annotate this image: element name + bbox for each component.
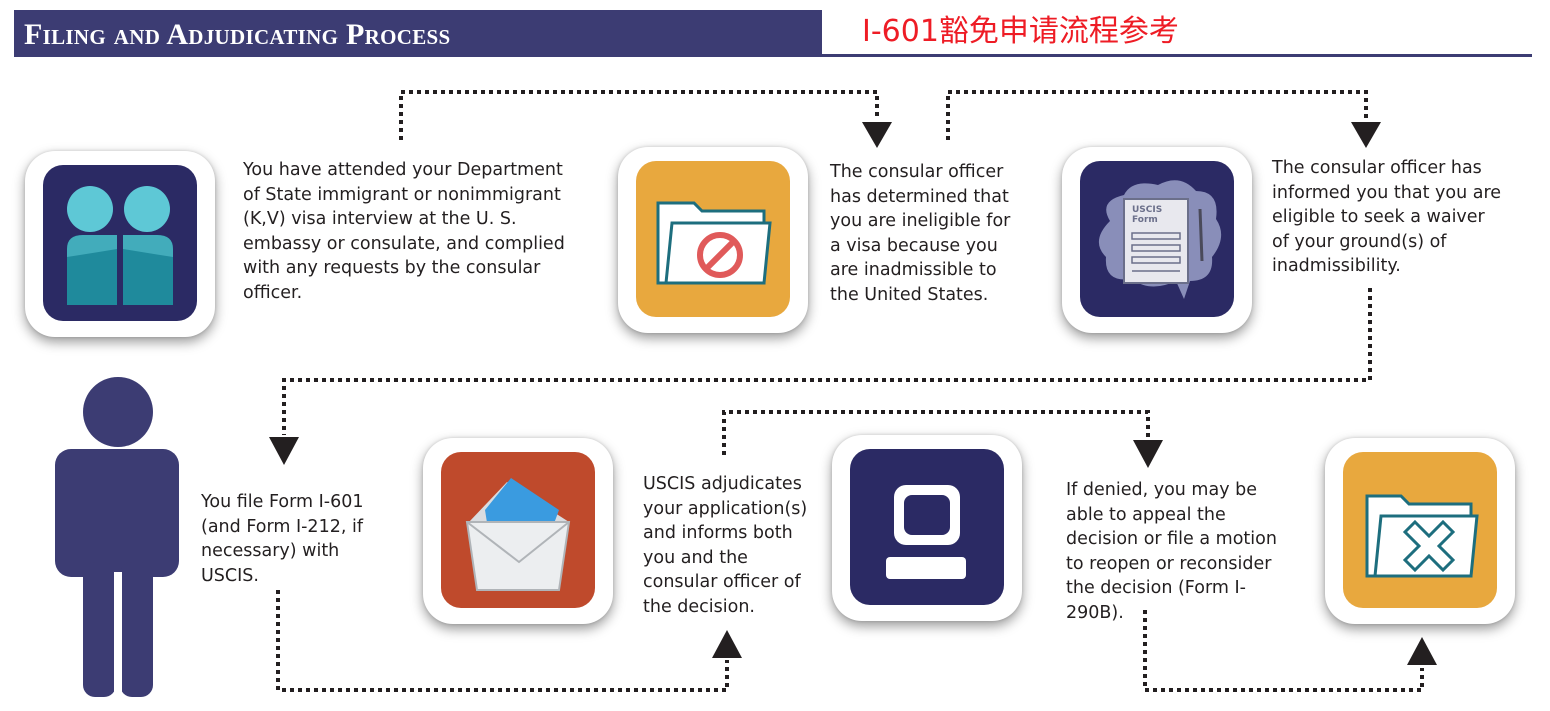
- connector-6-7: [1143, 610, 1424, 692]
- header-underline: [14, 54, 1532, 57]
- step-6-tile: [1325, 438, 1515, 624]
- arrow-up-icon: [712, 630, 742, 658]
- step-2-text: The consular officer has determined that…: [830, 162, 1011, 305]
- step-3-text: The consular officer has informed you th…: [1272, 158, 1502, 277]
- person-icon: [55, 377, 179, 697]
- arrow-up-icon: [1407, 637, 1437, 665]
- arrow-down-icon: [1133, 440, 1163, 468]
- connector-5-6: [722, 410, 1150, 455]
- uscis-form-label: USCIS Form: [1132, 205, 1163, 225]
- step-3-tile-face: USCIS Form: [1080, 161, 1234, 317]
- step-1-text: You have attended your Department of Sta…: [243, 160, 565, 303]
- step-5-tile-face: [850, 449, 1004, 605]
- page-title: Filing and Adjudicating Process: [24, 18, 451, 51]
- connector-1-2: [399, 90, 879, 140]
- folder-prohibited-icon: [656, 201, 772, 285]
- step-4-text: You file Form I-601 (and Form I-212, if …: [201, 492, 364, 586]
- step-4-tile: [423, 438, 613, 624]
- step-2-tile-face: [636, 161, 790, 317]
- two-people-icon: [67, 186, 173, 305]
- step-6-tile-face: [1343, 452, 1497, 608]
- step-5-tile: [832, 435, 1022, 621]
- header-bar: Filing and Adjudicating Process: [14, 10, 822, 56]
- connector-4-5: [276, 590, 729, 692]
- uscis-form-icon: [1098, 180, 1222, 299]
- step-1-tile-face: [43, 165, 197, 321]
- step-2-tile: [618, 147, 808, 333]
- envelope-icon: [465, 478, 571, 591]
- step-1-tile: [25, 151, 215, 337]
- arrow-down-icon: [862, 122, 892, 148]
- step-5-text: USCIS adjudicates your application(s) an…: [643, 474, 808, 617]
- connector-2-3: [946, 90, 1368, 140]
- arrow-down-icon: [269, 437, 299, 465]
- computer-icon: [886, 485, 966, 579]
- step-4-tile-face: [441, 452, 595, 608]
- arrow-down-icon: [1351, 122, 1381, 148]
- step-6-text: If denied, you may be able to appeal the…: [1066, 480, 1277, 623]
- folder-x-icon: [1365, 494, 1479, 578]
- connector-3-4: [282, 288, 1372, 435]
- page-subtitle: I-601豁免申请流程参考: [862, 14, 1179, 49]
- step-3-tile: USCIS Form: [1062, 147, 1252, 333]
